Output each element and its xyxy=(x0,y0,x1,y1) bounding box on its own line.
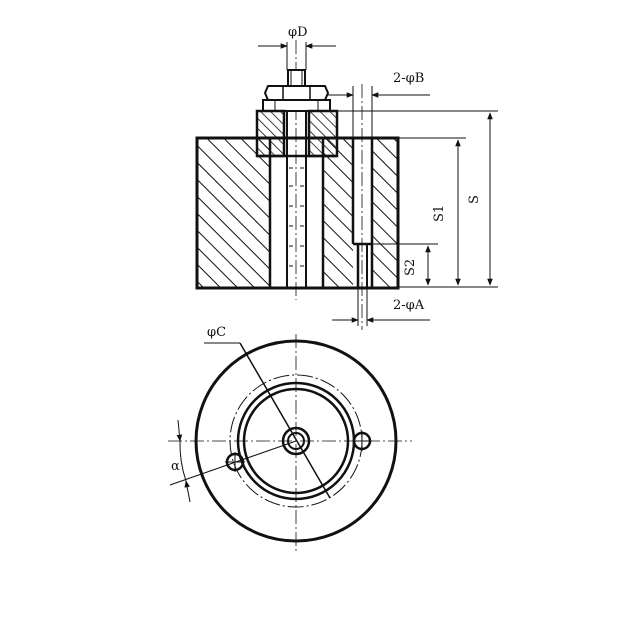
s-label: S xyxy=(467,195,482,204)
alpha-arrow-top xyxy=(176,419,183,442)
center-hole-inner xyxy=(287,432,305,450)
two-phi-a-label: 2-φA xyxy=(393,298,425,313)
phi-d-label: φD xyxy=(288,25,308,40)
boss-inner-circle xyxy=(242,387,350,495)
plan-view xyxy=(168,334,412,552)
center-hole-outer xyxy=(281,426,311,456)
body-right-section xyxy=(372,138,398,288)
phi-c-label: φC xyxy=(207,325,226,340)
s2-label: S2 xyxy=(403,259,418,276)
hex-nut xyxy=(263,85,330,101)
washer xyxy=(262,99,331,112)
alpha-ray xyxy=(169,440,297,486)
body-middle-section xyxy=(323,138,353,288)
body-left-section xyxy=(197,138,270,288)
body-outline xyxy=(195,136,400,290)
flange-left xyxy=(255,109,286,158)
alpha-arc xyxy=(179,440,187,482)
flange-right xyxy=(307,109,339,158)
phi-c-diameter-line xyxy=(239,342,331,499)
outer-circle xyxy=(194,339,398,543)
section-view xyxy=(195,40,400,330)
alpha-label: α xyxy=(171,459,180,474)
alpha-arrow-bottom xyxy=(184,480,191,503)
s1-label: S1 xyxy=(432,205,447,222)
two-phi-b-label: 2-φB xyxy=(393,71,424,86)
dimensions-section xyxy=(258,42,498,326)
bolt-thread-marks xyxy=(289,167,304,267)
